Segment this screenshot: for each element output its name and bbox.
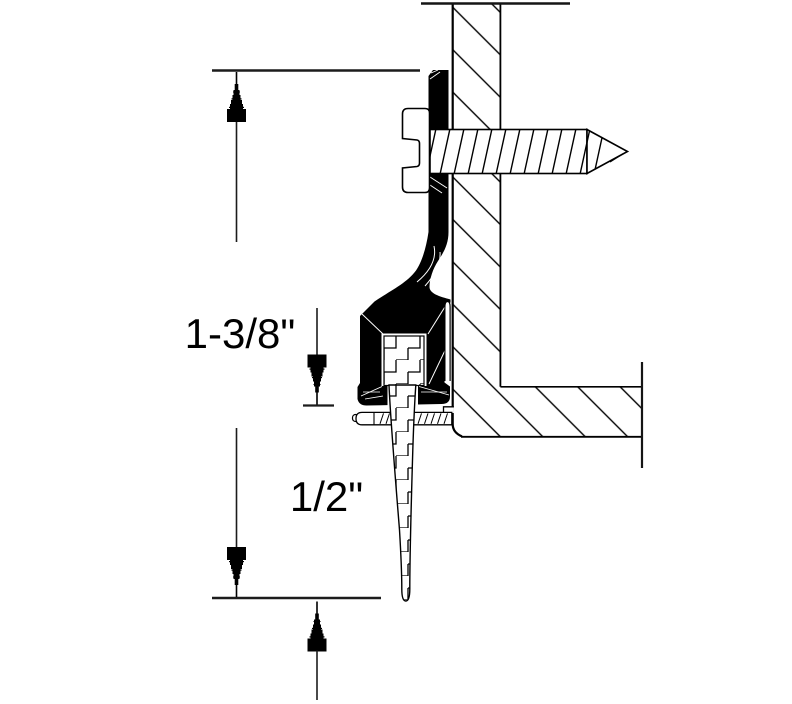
- dimension-label-fin: 1/2": [290, 473, 363, 520]
- door-hatched-body: [452, 3, 642, 437]
- screw-thread-hatch: [430, 129, 606, 174]
- door-step-notch-edge: [442, 406, 454, 413]
- back-lip-barb: [443, 301, 447, 306]
- back-lip-strip: [444, 300, 451, 381]
- dimension-fin-projection: 1/2": [290, 308, 363, 700]
- fin-blade: [388, 384, 417, 602]
- screw-tip-thread: [609, 152, 624, 163]
- dimensions: 1-3/8" 1/2": [185, 69, 420, 700]
- dimension-arrow-down-icon: [227, 547, 246, 597]
- door-step-notch: [443, 406, 454, 413]
- dimension-arrow-up-icon: [227, 72, 246, 122]
- sweep-fin: [383, 335, 425, 602]
- door-face-edge: [451, 4, 463, 438]
- screw-shank: [429, 128, 588, 175]
- dimension-arrow-down-icon: [307, 354, 327, 405]
- dimension-arrow-up-icon: [307, 601, 327, 652]
- dimension-overall-height: 1-3/8": [185, 72, 296, 597]
- mounting-screw: [401, 107, 630, 194]
- screw-head: [401, 107, 431, 194]
- screw-tip: [586, 128, 630, 175]
- retainer-bar-hatch: [379, 413, 448, 424]
- door-panel-section: [421, 2, 644, 468]
- dimension-label-overall: 1-3/8": [185, 310, 296, 357]
- sweep-body-silhouette: [357, 70, 451, 406]
- fin-anchor-foot: [383, 335, 425, 387]
